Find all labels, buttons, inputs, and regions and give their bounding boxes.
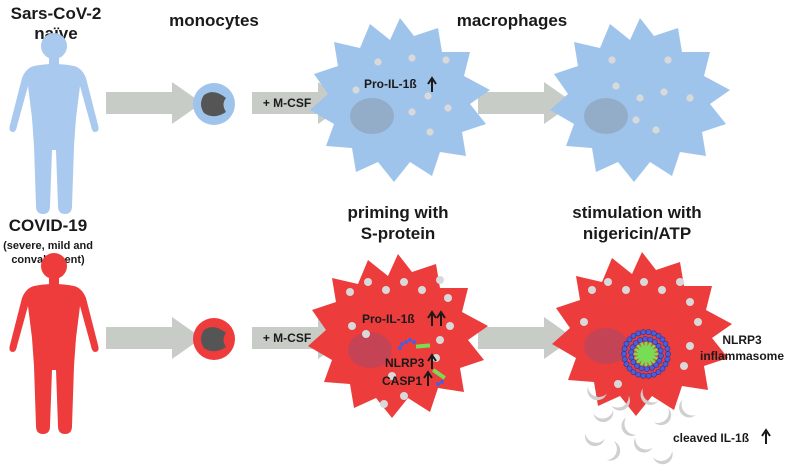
asc-bead bbox=[632, 340, 639, 346]
asc-bead bbox=[626, 365, 633, 372]
naive-monocyte bbox=[193, 83, 235, 125]
asc-bead bbox=[634, 363, 640, 369]
asc-bead bbox=[650, 371, 657, 378]
asc-bead bbox=[645, 329, 652, 336]
asc-bead bbox=[629, 344, 636, 351]
nlrp3-spoke bbox=[634, 348, 658, 360]
covid-human-icon bbox=[9, 253, 99, 434]
asc-bead bbox=[630, 332, 637, 339]
asc-bead bbox=[623, 340, 630, 347]
double-up-arrow-icon bbox=[427, 310, 446, 326]
asc-bead bbox=[640, 329, 647, 336]
asc-bead bbox=[628, 354, 635, 361]
covid-row-subtitle-line1: (severe, mild and bbox=[3, 240, 93, 252]
up-arrow-icon bbox=[427, 353, 437, 369]
asc-bead bbox=[640, 372, 647, 379]
asc-bead bbox=[647, 336, 654, 343]
covid-macrophage-primed bbox=[308, 254, 488, 418]
stimulation-header-line2: nigericin/ATP bbox=[583, 224, 691, 243]
asc-bead bbox=[621, 351, 627, 357]
asc-bead bbox=[628, 349, 634, 356]
inflammasome-label-line1: NLRP3 bbox=[722, 333, 762, 347]
asc-bead bbox=[623, 361, 630, 368]
naive-mcsf-label: + M-CSF bbox=[263, 96, 311, 110]
macrophages-header: macrophages bbox=[457, 11, 568, 30]
asc-bead bbox=[650, 330, 657, 337]
asc-bead bbox=[621, 356, 628, 363]
naive-row-title-line1: Sars-CoV-2 bbox=[11, 4, 102, 23]
cleaved-il-label: cleaved IL-1ß bbox=[673, 431, 749, 445]
asc-bead bbox=[655, 369, 662, 375]
asc-bead bbox=[642, 336, 649, 342]
asc-bead bbox=[637, 337, 643, 344]
asc-bead bbox=[630, 359, 637, 366]
stimulation-header-line1: stimulation with bbox=[572, 203, 701, 222]
up-arrow-icon bbox=[423, 370, 433, 386]
asc-bead bbox=[664, 356, 671, 363]
asc-bead bbox=[664, 345, 671, 352]
up-arrow-icon bbox=[761, 428, 771, 444]
covid-to-monocyte-arrow bbox=[106, 317, 202, 359]
asc-bead bbox=[657, 347, 664, 354]
casp1-label: CASP1 bbox=[382, 374, 422, 388]
asc-bead bbox=[621, 345, 628, 352]
priming-header-line2: S-protein bbox=[361, 224, 436, 243]
asc-bead bbox=[626, 336, 633, 343]
asc-bead bbox=[630, 369, 637, 375]
asc-bead bbox=[658, 352, 664, 359]
asc-bead bbox=[653, 361, 660, 368]
asc-bead bbox=[652, 339, 658, 345]
nlrp3-label: NLRP3 bbox=[385, 356, 425, 370]
up-arrow-icon bbox=[427, 76, 437, 92]
monocytes-header: monocytes bbox=[169, 11, 259, 30]
asc-bead bbox=[643, 366, 650, 372]
asc-bead bbox=[638, 365, 645, 372]
inflammasome-complex bbox=[621, 329, 671, 379]
asc-bead bbox=[665, 351, 671, 357]
priming-header-line1: priming with bbox=[347, 203, 448, 222]
asc-bead bbox=[662, 340, 669, 347]
naive-pro-il-label: Pro-IL-1ß bbox=[364, 77, 417, 91]
covid-macrophage-stimulated bbox=[552, 252, 732, 416]
asc-bead bbox=[635, 371, 642, 378]
covid-mcsf-label: + M-CSF bbox=[263, 331, 311, 345]
covid-pro-il-label: Pro-IL-1ß bbox=[362, 312, 415, 326]
covid-row-title: COVID-19 bbox=[9, 216, 87, 235]
asc-bead bbox=[635, 330, 642, 337]
inflammasome-label-line2: inflammasome bbox=[700, 349, 784, 363]
asc-bead bbox=[656, 357, 663, 364]
asc-bead bbox=[655, 332, 662, 339]
asc-bead bbox=[659, 365, 666, 372]
asc-bead bbox=[662, 361, 669, 368]
asc-bead bbox=[649, 364, 655, 371]
asc-bead bbox=[645, 372, 652, 379]
naive-human-icon bbox=[9, 33, 99, 214]
asc-bead bbox=[655, 342, 662, 349]
covid-monocyte bbox=[193, 318, 235, 360]
naive-to-monocyte-arrow bbox=[106, 82, 202, 124]
asc-bead bbox=[659, 336, 666, 343]
naive-macrophage-primed bbox=[310, 18, 490, 182]
naive-macrophage-stimulated bbox=[550, 18, 730, 182]
